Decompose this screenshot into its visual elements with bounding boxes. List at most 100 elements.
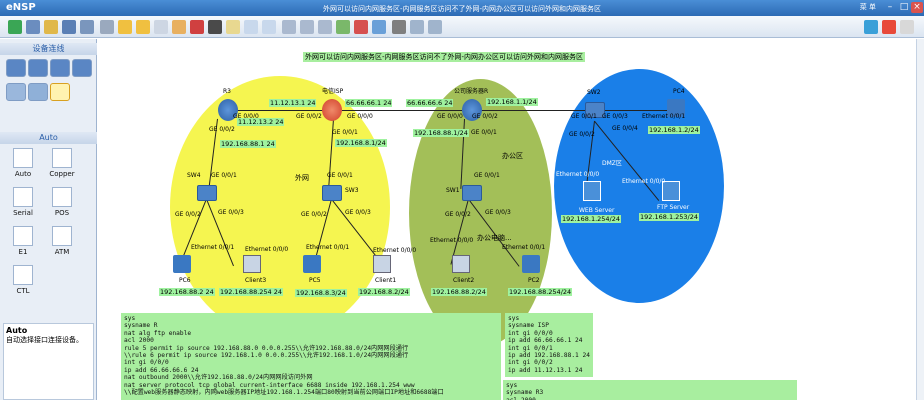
pc5-icon[interactable]	[303, 255, 321, 273]
cable-label-serial: Serial	[13, 209, 33, 217]
ellipse-icon[interactable]	[262, 20, 276, 34]
cloud-category-icon[interactable]	[28, 83, 48, 101]
drag-icon[interactable]	[172, 20, 186, 34]
toolbar	[0, 16, 924, 38]
port-label: Ethernet 0/0/0	[245, 246, 289, 253]
port-label: GE 0/0/1	[471, 129, 497, 136]
sw1-label: SW1	[446, 187, 460, 194]
switch-sw4-icon[interactable]	[197, 185, 217, 201]
delete-icon[interactable]	[190, 20, 204, 34]
switch-sw1-icon[interactable]	[462, 185, 482, 201]
delete-all-icon[interactable]	[208, 20, 222, 34]
menu-button[interactable]: 菜 单	[859, 3, 876, 11]
ftp-server-icon[interactable]	[662, 181, 680, 201]
minimize-icon[interactable]: –	[887, 2, 893, 12]
port-label: GE 0/0/3	[485, 209, 511, 216]
topology-canvas[interactable]: 外网可以访问内网服务区-内网服务区访问不了外网-内网办公区可以访问外网和内网服务…	[97, 39, 924, 400]
vertical-scrollbar[interactable]	[916, 39, 924, 400]
port-label: GE 0/0/2	[296, 113, 322, 120]
sw4-label: SW4	[187, 172, 201, 179]
sr-label: 公司服务器R	[454, 88, 489, 95]
stop-all-icon[interactable]	[354, 20, 368, 34]
router-isp-icon[interactable]	[322, 99, 342, 121]
ip-label: 192.168.88.254/24	[508, 288, 573, 296]
topo-icon[interactable]	[410, 20, 424, 34]
switch-sw2-icon[interactable]	[585, 102, 605, 118]
text-icon[interactable]	[226, 20, 240, 34]
device-section-header[interactable]: 设备连线	[0, 43, 97, 55]
auto-cable-icon[interactable]	[13, 148, 33, 168]
isp-label: 电信ISP	[322, 88, 344, 95]
title-bar: eNSP 外网可以访问内网服务区-内网服务区访问不了外网-内网办公区可以访问外网…	[0, 0, 924, 16]
port-label: GE 0/0/2	[445, 211, 471, 218]
pc4-icon[interactable]	[667, 99, 685, 117]
port-label: GE 0/0/1	[474, 172, 500, 179]
port-label: GE 0/0/2	[301, 211, 327, 218]
office-area[interactable]	[409, 79, 552, 347]
new-example-icon[interactable]	[26, 20, 40, 34]
print-icon[interactable]	[100, 20, 114, 34]
switch-category-icon[interactable]	[28, 59, 48, 77]
start-all-icon[interactable]	[336, 20, 350, 34]
firewall-category-icon[interactable]	[72, 59, 92, 77]
capture-icon[interactable]	[372, 20, 386, 34]
client2-label: Client2	[453, 277, 475, 284]
router-category-icon[interactable]	[6, 59, 26, 77]
settings-icon[interactable]	[428, 20, 442, 34]
e1-cable-icon[interactable]	[13, 226, 33, 246]
router-r3-icon[interactable]	[218, 99, 238, 121]
atm-cable-icon[interactable]	[52, 226, 72, 246]
cable-label-copper: Copper	[49, 170, 75, 178]
client2-icon[interactable]	[452, 255, 470, 273]
switch-sw3-icon[interactable]	[322, 185, 342, 201]
cli-icon[interactable]	[392, 20, 406, 34]
link-r3-isp	[228, 110, 332, 111]
cable-category-icon[interactable]	[50, 83, 70, 101]
huawei-icon[interactable]	[882, 20, 896, 34]
select-icon[interactable]	[154, 20, 168, 34]
help-icon[interactable]	[864, 20, 878, 34]
wlan-category-icon[interactable]	[50, 59, 70, 77]
ip-label: 192.168.88.1 24	[220, 140, 276, 148]
office-pc-label: 办公电脑...	[477, 234, 512, 242]
close-icon[interactable]: ×	[911, 2, 923, 13]
router-sr-icon[interactable]	[462, 99, 482, 121]
zoom-in-icon[interactable]	[282, 20, 296, 34]
client1-icon[interactable]	[373, 255, 391, 273]
feedback-icon[interactable]	[900, 20, 914, 34]
cable-label-pos: POS	[54, 209, 70, 217]
fit-icon[interactable]	[318, 20, 332, 34]
maximize-icon[interactable]: □	[899, 2, 909, 12]
pc6-icon[interactable]	[173, 255, 191, 273]
terminal-category-icon[interactable]	[6, 83, 26, 101]
sw3-label: SW3	[345, 187, 359, 194]
web-server-icon[interactable]	[583, 181, 601, 201]
pos-cable-icon[interactable]	[52, 187, 72, 207]
new-topology-icon[interactable]	[8, 20, 22, 34]
save-as-icon[interactable]	[80, 20, 94, 34]
app-logo: eNSP	[6, 2, 36, 13]
ctl-cable-icon[interactable]	[13, 265, 33, 285]
pc2-icon[interactable]	[522, 255, 540, 273]
ip-label: 66.66.66.1 24	[345, 99, 393, 107]
open-icon[interactable]	[44, 20, 58, 34]
dmz-area[interactable]	[554, 69, 724, 303]
ip-label: 192.168.88.2 24	[159, 288, 215, 296]
help-box: Auto 自动选择接口连接设备。	[3, 323, 94, 400]
help-title: Auto	[6, 326, 28, 335]
redo-icon[interactable]	[136, 20, 150, 34]
port-label: GE 0/0/2	[175, 211, 201, 218]
inner-area-label: 外网	[295, 174, 309, 182]
zoom-out-icon[interactable]	[300, 20, 314, 34]
undo-icon[interactable]	[118, 20, 132, 34]
port-label: GE 0/0/3	[218, 209, 244, 216]
port-label: GE 0/0/0	[437, 113, 463, 120]
client3-icon[interactable]	[243, 255, 261, 273]
port-label: Ethernet 0/0/0	[430, 237, 474, 244]
copper-cable-icon[interactable]	[52, 148, 72, 168]
serial-cable-icon[interactable]	[13, 187, 33, 207]
port-label: Ethernet 0/0/1	[306, 244, 350, 251]
rectangle-icon[interactable]	[244, 20, 258, 34]
save-icon[interactable]	[62, 20, 76, 34]
config-note-isp: sys sysname ISP int gi 0/0/0 ip add 66.6…	[505, 313, 593, 377]
